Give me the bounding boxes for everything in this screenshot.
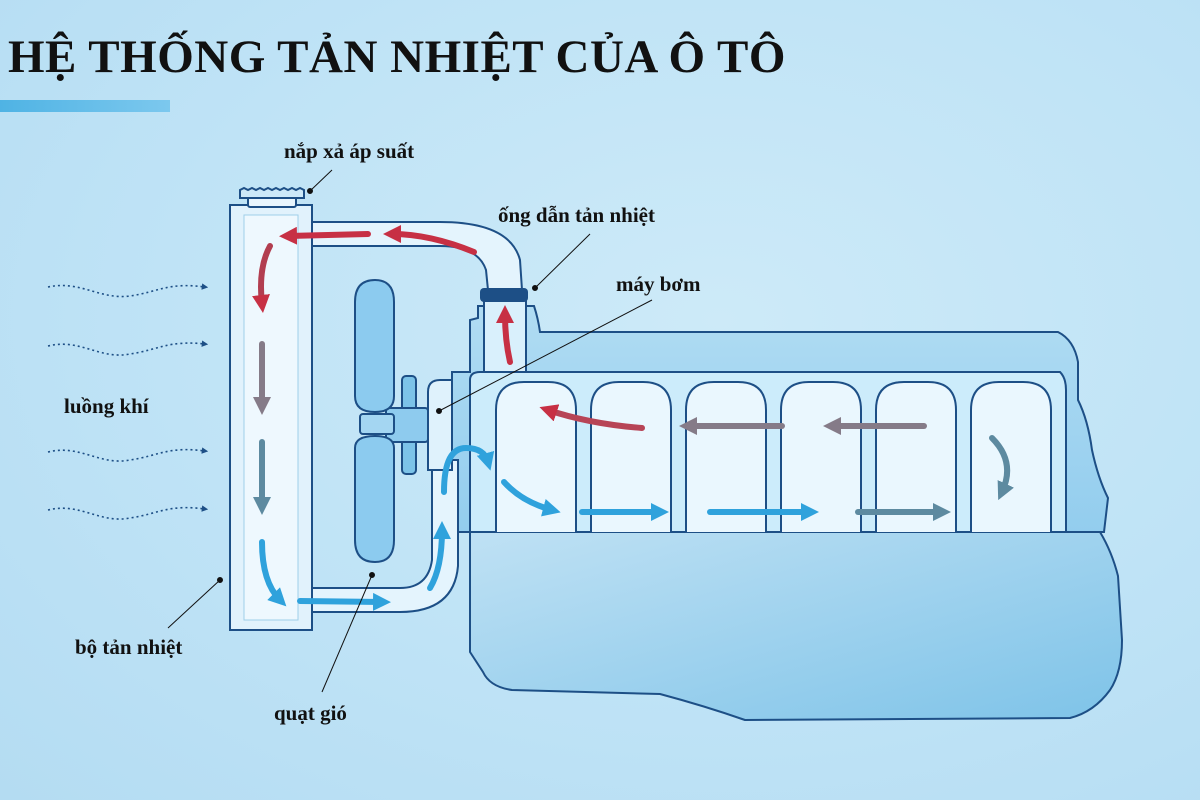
leader-pressure-cap	[309, 169, 333, 192]
flow-arrow-jacket	[501, 479, 561, 517]
cylinder-5	[875, 381, 957, 532]
radiator-inner-tank	[243, 214, 299, 621]
airflow-lines	[47, 283, 209, 520]
flow-arrow-cyl-6	[989, 435, 1014, 501]
flow-arrow-pump-loop	[441, 444, 495, 495]
diagram-title: HỆ THỐNG TẢN NHIỆT CỦA Ô TÔ	[8, 31, 786, 83]
engine-block	[469, 531, 1124, 722]
cylinder-3	[685, 381, 767, 532]
flow-arrow-radiator-1	[252, 243, 273, 313]
cylinder-2	[590, 381, 672, 532]
water-pump	[427, 379, 453, 471]
cylinder-6	[970, 381, 1052, 532]
flow-arrow-hose-2	[279, 226, 371, 245]
flow-arrow-lower-hose	[297, 592, 391, 611]
cylinder-1	[495, 381, 577, 532]
label-radiator: bộ tản nhiệt	[75, 635, 182, 659]
coolant-flow-arrows	[252, 225, 1014, 611]
leader-radiator	[167, 579, 221, 629]
leader-water-pump	[438, 299, 653, 412]
fan	[354, 278, 395, 564]
flow-arrow-cyl-1	[539, 404, 645, 431]
label-airflow: luồng khí	[64, 394, 150, 418]
flow-arrow-pump-up	[427, 521, 451, 591]
title-underline	[0, 100, 170, 112]
label-fan: quạt gió	[274, 701, 347, 725]
airflow-line-1	[47, 283, 209, 298]
thermostat-housing	[480, 288, 528, 302]
fan-blade-top	[354, 278, 395, 414]
airflow-line-3	[47, 447, 209, 462]
label-water-pump: máy bơm	[616, 272, 701, 296]
flow-arrow-hose-1	[383, 225, 477, 255]
flow-arrow-outlet-up	[496, 305, 515, 365]
airflow-line-2	[47, 340, 209, 356]
label-pressure-cap: nắp xả áp suất	[284, 139, 414, 163]
fan-blade-bottom	[354, 434, 395, 564]
airflow-line-4	[47, 505, 209, 520]
flow-arrow-radiator-4	[259, 539, 287, 607]
cylinder-4	[780, 381, 862, 532]
label-radiator-hose: ống dẫn tản nhiệt	[498, 203, 655, 227]
leader-fan	[321, 574, 373, 693]
leader-radiator-hose	[534, 233, 591, 289]
fan-hub	[359, 413, 395, 435]
pressure-cap	[239, 186, 305, 208]
leader-lines	[167, 169, 653, 693]
